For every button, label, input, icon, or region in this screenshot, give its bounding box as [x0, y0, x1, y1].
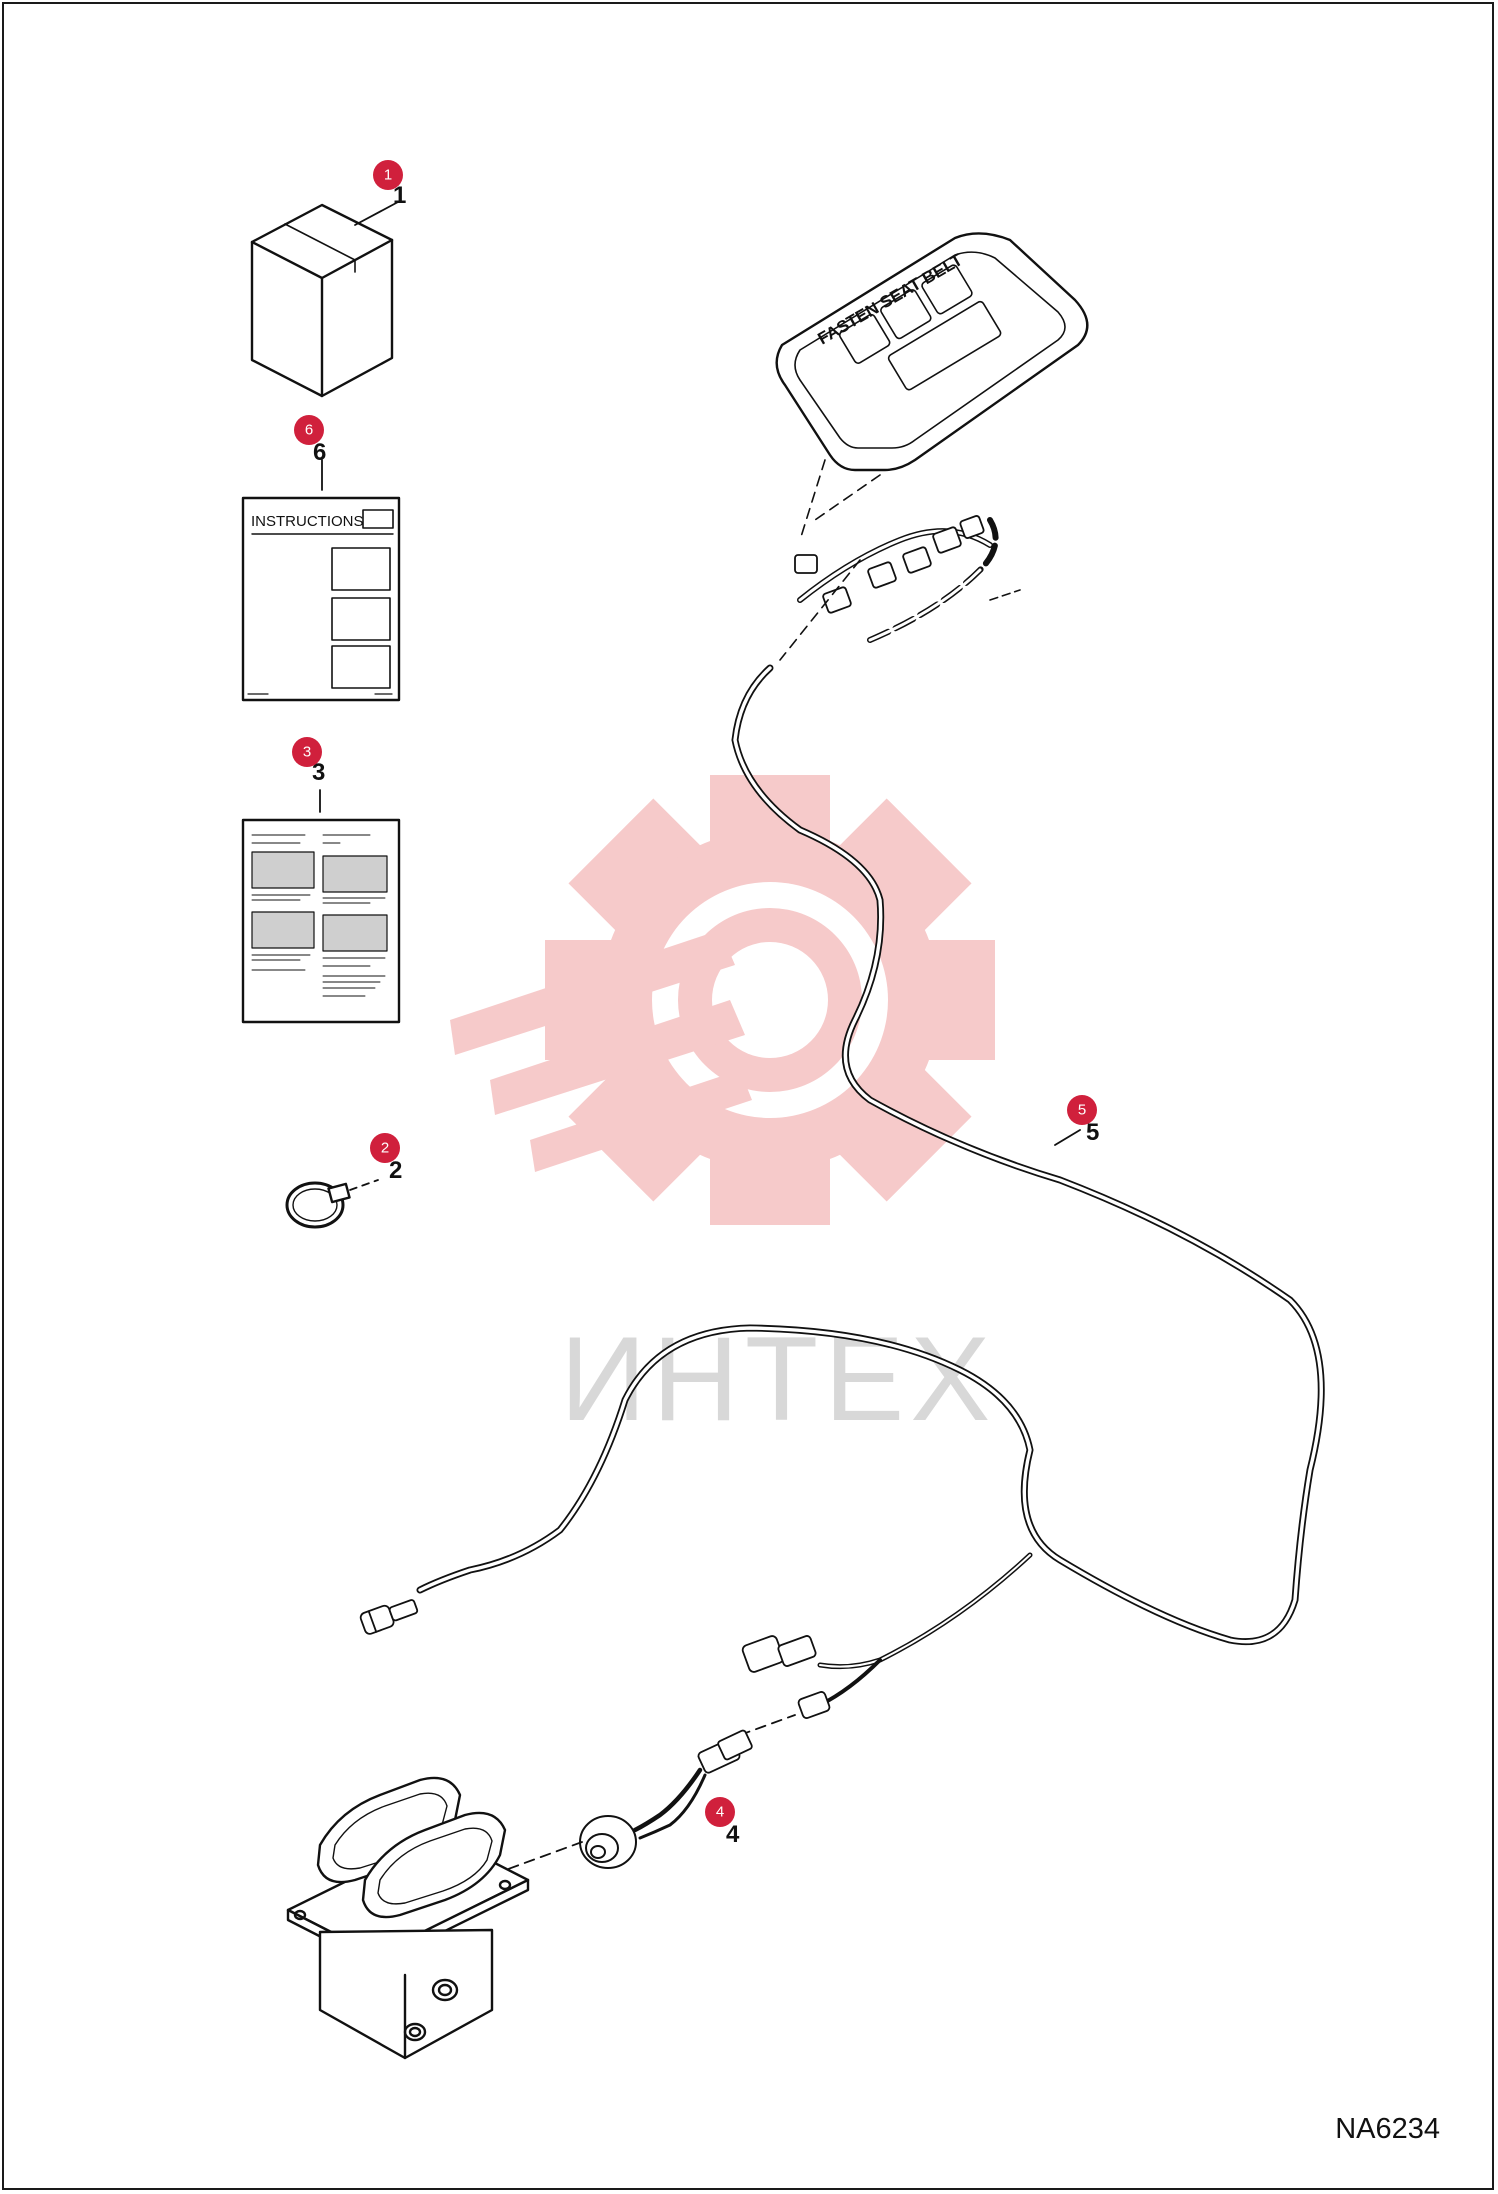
callout-1: 1 [373, 160, 403, 190]
box-part [250, 201, 399, 398]
svg-text:1: 1 [384, 167, 392, 184]
callout-2: 2 [370, 1133, 400, 1163]
svg-text:6: 6 [305, 422, 313, 439]
part-digit-5: 5 [1086, 1119, 1099, 1146]
callout-3: 3 [292, 737, 322, 767]
pressure-switch-part [499, 1714, 796, 1873]
illustrated-instructions-part [241, 789, 401, 1024]
watermark-gear-icon [450, 775, 995, 1225]
part-digit-1: 1 [393, 182, 406, 209]
svg-text:5: 5 [1078, 1102, 1086, 1119]
svg-text:2: 2 [381, 1140, 389, 1157]
display-module: FASTEN SEAT BELT [775, 232, 1089, 661]
cable-tie-part [285, 1179, 379, 1229]
part-digit-6: 6 [313, 439, 326, 466]
valve-block [286, 1776, 530, 2060]
callout-5: 5 [1067, 1095, 1097, 1125]
watermark-text: ИНТЕХ [560, 1312, 996, 1446]
part-digits: 1 6 3 2 5 4 [312, 182, 1099, 1848]
wire-harness-part [359, 664, 1325, 1719]
instructions-sheet-part: INSTRUCTIONS [241, 459, 401, 702]
callout-6: 6 [294, 415, 324, 445]
part-digit-2: 2 [389, 1157, 402, 1184]
diagram-code: NA6234 [1335, 2113, 1440, 2145]
watermark: ИНТЕХ [450, 775, 996, 1446]
instructions-title: INSTRUCTIONS [251, 513, 364, 530]
callout-4: 4 [705, 1797, 735, 1827]
svg-text:4: 4 [716, 1804, 724, 1821]
part-digit-4: 4 [726, 1821, 740, 1848]
callouts: 1 6 3 2 5 4 [292, 160, 1097, 1827]
part-digit-3: 3 [312, 759, 325, 786]
svg-text:3: 3 [303, 744, 311, 761]
